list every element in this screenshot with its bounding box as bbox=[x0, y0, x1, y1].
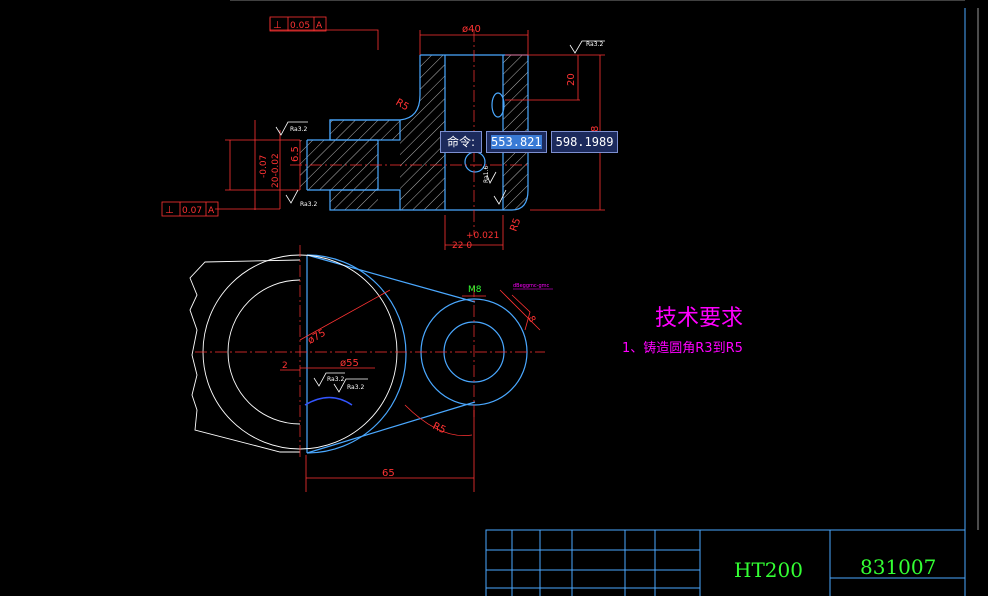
svg-text:8: 8 bbox=[525, 315, 537, 325]
svg-text:6.5: 6.5 bbox=[290, 146, 301, 162]
svg-text:R5: R5 bbox=[508, 217, 523, 233]
svg-text:ø40: ø40 bbox=[462, 24, 481, 35]
x-coordinate-value: 553.821 bbox=[491, 135, 542, 149]
plan-arc-blue bbox=[304, 396, 353, 406]
gdt-frame-left: ⊥ 0.07 A bbox=[161, 201, 219, 217]
section-dimensions bbox=[215, 18, 605, 250]
tech-requirements-line: 1、铸造圆角R3到R5 bbox=[622, 340, 743, 356]
title-drawing-code: 831007 bbox=[860, 555, 936, 579]
plan-dim-labels: 65 ø75 ø55 2 M8 R5 8 bbox=[282, 285, 537, 479]
annotation-small: dBeggmc-gmc bbox=[513, 283, 549, 289]
svg-text:0.05: 0.05 bbox=[290, 21, 310, 31]
command-label: 命令: bbox=[440, 131, 483, 153]
svg-text:0.07: 0.07 bbox=[182, 206, 202, 216]
svg-text:2: 2 bbox=[282, 361, 288, 371]
svg-text:⊥: ⊥ bbox=[273, 20, 282, 31]
svg-text:-0.07: -0.07 bbox=[259, 155, 269, 178]
roughness-labels-top: Ra3.2 Ra3.2 Ra3.2 Ra1.6 bbox=[290, 41, 603, 208]
svg-text:M8: M8 bbox=[468, 285, 482, 295]
svg-text:R5: R5 bbox=[394, 97, 411, 113]
y-coordinate-value: 598.1989 bbox=[555, 135, 614, 149]
title-material: HT200 bbox=[734, 558, 803, 582]
svg-text:8: 8 bbox=[590, 126, 601, 132]
plan-dimensions bbox=[280, 289, 541, 492]
svg-text:+0.021: +0.021 bbox=[466, 231, 499, 241]
x-coordinate-input[interactable]: 553.821 bbox=[486, 131, 547, 153]
svg-text:ø75: ø75 bbox=[306, 328, 328, 347]
roughness-symbols-top bbox=[275, 40, 605, 205]
roughness-labels-plan: Ra3.2 Ra3.2 bbox=[327, 376, 364, 391]
svg-text:65: 65 bbox=[382, 468, 395, 479]
svg-text:A: A bbox=[208, 206, 215, 216]
roughness-symbols-plan bbox=[313, 372, 368, 393]
svg-text:R5: R5 bbox=[431, 421, 448, 437]
gdt-frame-top: ⊥ 0.05 A bbox=[269, 16, 327, 32]
title-block bbox=[485, 529, 966, 596]
svg-text:Ra3.2: Ra3.2 bbox=[300, 201, 317, 208]
y-coordinate-input[interactable]: 598.1989 bbox=[550, 131, 619, 153]
svg-text:Ra3.2: Ra3.2 bbox=[586, 41, 603, 48]
svg-text:Ra3.2: Ra3.2 bbox=[290, 126, 307, 133]
command-input-bar: 命令: 553.821 598.1989 bbox=[440, 131, 619, 153]
tech-requirements-title: 技术要求 bbox=[655, 306, 743, 331]
svg-text:Ra3.2: Ra3.2 bbox=[327, 376, 344, 383]
svg-text:A: A bbox=[316, 21, 323, 31]
svg-text:22 0: 22 0 bbox=[452, 241, 472, 251]
svg-text:⊥: ⊥ bbox=[165, 205, 174, 216]
svg-text:20-0.02: 20-0.02 bbox=[271, 153, 281, 188]
svg-text:Ra1.6: Ra1.6 bbox=[483, 166, 490, 183]
svg-text:Ra3.2: Ra3.2 bbox=[347, 384, 364, 391]
plan-view bbox=[189, 245, 545, 460]
drawing-frame bbox=[230, 0, 979, 530]
svg-text:ø55: ø55 bbox=[340, 358, 359, 369]
svg-text:20: 20 bbox=[566, 73, 577, 86]
